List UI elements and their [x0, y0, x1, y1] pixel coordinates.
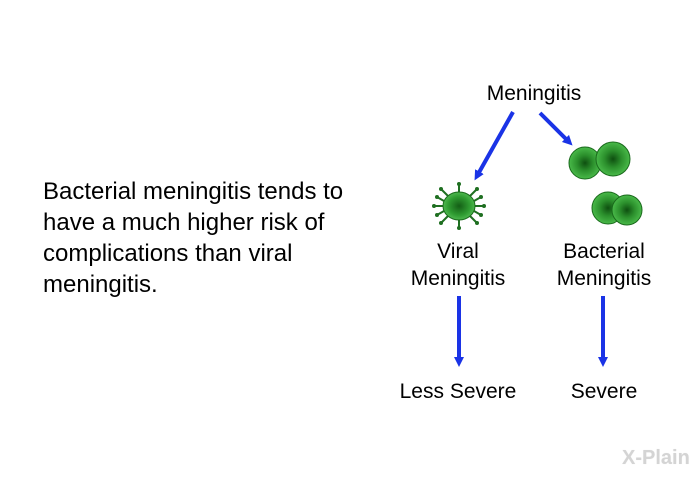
viral-meningitis-label: Viral Meningitis [398, 238, 518, 292]
viral-label-line2: Meningitis [410, 267, 506, 290]
diplococcus-bottom [591, 191, 643, 226]
virus-icon [432, 182, 486, 230]
arrow-root-to-viral [474, 111, 515, 181]
viral-label-line1: Viral [437, 240, 479, 263]
arrows [454, 111, 608, 367]
bacterial-meningitis-label: Bacterial Meningitis [542, 238, 666, 292]
less-severe-label: Less Severe [399, 380, 517, 403]
severe-label: Severe [570, 380, 638, 403]
bacterial-label-line1: Bacterial [563, 240, 645, 263]
meningitis-label: Meningitis [486, 82, 582, 105]
xplain-logo: X-Plain [622, 447, 690, 469]
body-text: Bacterial meningitis tends to have a muc… [43, 178, 344, 298]
bacterial-label-line2: Meningitis [556, 267, 652, 290]
bacteria-icon [568, 141, 643, 226]
diplococcus-top [568, 141, 631, 180]
arrow-root-to-bacterial [538, 111, 573, 146]
